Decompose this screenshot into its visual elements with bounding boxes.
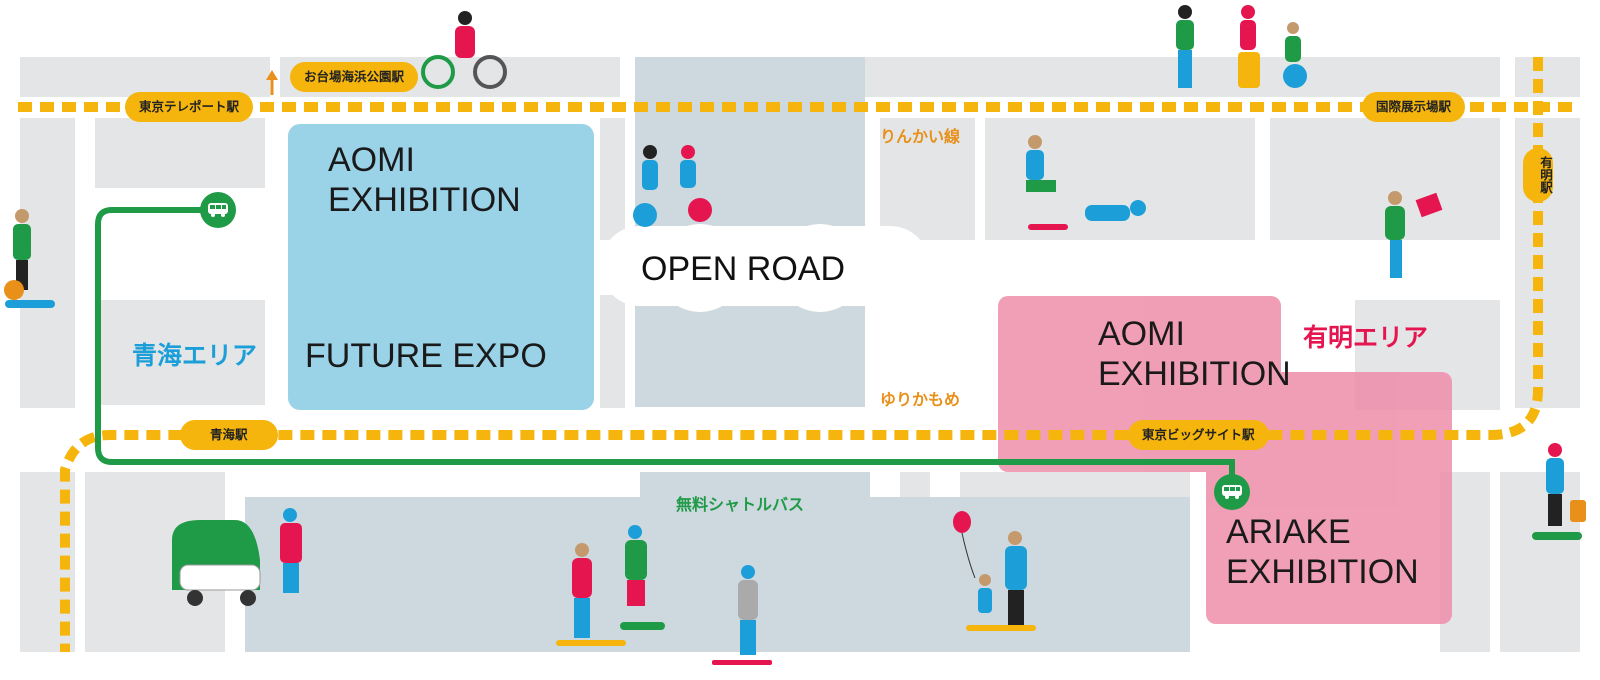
venue-aomi-exhibition-west[interactable]: AOMI EXHIBITION	[328, 140, 521, 220]
person-figure-icon	[1532, 443, 1586, 540]
person-figure-icon	[633, 145, 712, 227]
station-aomi[interactable]: 青海駅	[180, 420, 278, 450]
venue-label: AOMI EXHIBITION	[328, 141, 521, 219]
station-odaiba-kaihin-koen[interactable]: お台場海浜公園駅	[290, 62, 419, 92]
venue-label: FUTURE EXPO	[305, 337, 547, 375]
bus-stop-icon[interactable]	[200, 192, 236, 228]
bus-stop-icon[interactable]	[1214, 474, 1250, 510]
person-figure-icon	[556, 525, 772, 665]
venue-label: OPEN ROAD	[641, 250, 846, 288]
person-figure-icon	[1176, 5, 1307, 88]
rail-lines	[18, 57, 1580, 652]
station-ariake[interactable]: 有明駅	[1523, 148, 1553, 202]
line-label-yurikamome: ゆりかもめ	[880, 390, 961, 409]
area-label-aomi: 青海エリア	[132, 341, 258, 370]
up-arrow-icon	[266, 70, 278, 95]
station-kokusai-tenjijo[interactable]: 国際展示場駅	[1362, 92, 1466, 122]
venue-ariake-exhibition[interactable]: ARIAKE EXHIBITION	[1226, 512, 1419, 592]
station-tokyo-big-sight[interactable]: 東京ビッグサイト駅	[1128, 420, 1269, 450]
venue-aomi-exhibition-east[interactable]: AOMI EXHIBITION	[1098, 314, 1291, 394]
shuttle-route	[95, 207, 1235, 488]
station-tokyo-teleport[interactable]: 東京テレポート駅	[125, 92, 254, 122]
balloon-icon	[953, 511, 1036, 631]
venue-future-expo[interactable]: FUTURE EXPO	[305, 336, 547, 376]
bus-icon	[208, 203, 228, 217]
person-figure-icon	[421, 11, 507, 89]
venue-open-road[interactable]: OPEN ROAD	[641, 250, 845, 289]
mobility-pod-icon	[172, 508, 302, 606]
line-label-rinkai: りんかい線	[880, 127, 961, 146]
area-label-ariake: 有明エリア	[1303, 323, 1429, 352]
venue-label: AOMI EXHIBITION	[1098, 315, 1291, 393]
venue-label: ARIAKE EXHIBITION	[1226, 513, 1419, 591]
person-figure-icon	[1385, 191, 1443, 278]
person-figure-icon	[4, 209, 55, 308]
robot-dog-icon	[1026, 135, 1146, 230]
bus-icon	[1222, 485, 1242, 499]
line-label-shuttle: 無料シャトルバス	[676, 495, 805, 514]
aomi-zone	[288, 124, 594, 410]
